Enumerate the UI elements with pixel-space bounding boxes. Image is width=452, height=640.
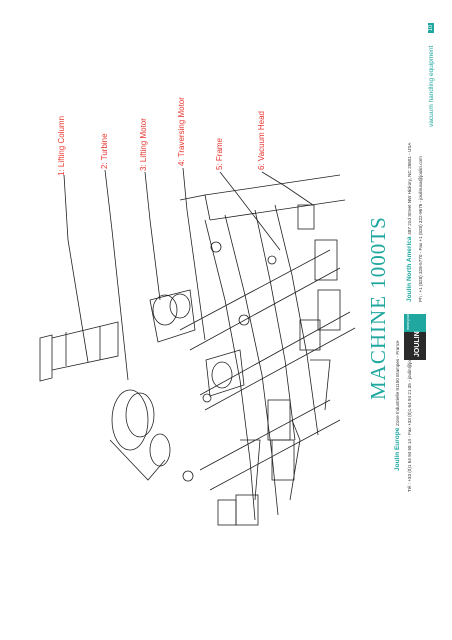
europe-contact: Tél : +33 (0)1 64 94 58 14 - Fax +33 (0)… [407, 343, 412, 492]
page-number: 10 [428, 22, 434, 33]
joulin-logo [404, 332, 426, 360]
joulin-logo-accent [404, 314, 426, 332]
website-label: www.joulin.com [405, 302, 410, 330]
europe-address: Zone Industrielle 91150 Etampes - France [395, 340, 400, 426]
america-contact: Ph : +1 (828) 328-5770 - Fax +1 (828) 32… [418, 156, 423, 302]
europe-company-name: Joulin Europe Zone Industrielle 91150 Et… [394, 340, 401, 471]
america-company-name: Joulin North America 487 2nd Street NW H… [406, 143, 413, 302]
america-address: 487 2nd Street NW Hickory, NC 28601 - US… [407, 142, 412, 235]
machine-title: MACHINE 1000TS [366, 216, 390, 400]
tagline: vacuum handling equipment [428, 45, 435, 127]
america-name: Joulin North America [406, 236, 413, 303]
logo-text: JOULIN [414, 331, 421, 357]
europe-name: Joulin Europe [394, 427, 401, 471]
